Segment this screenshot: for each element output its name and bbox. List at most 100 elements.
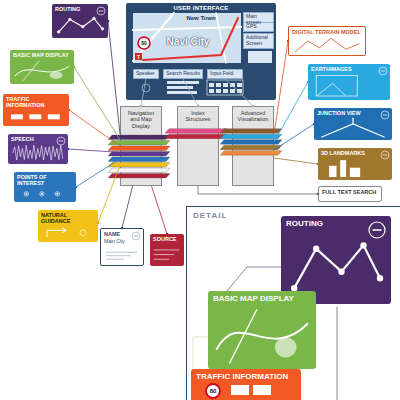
node-title: POINTS OF INTEREST (17, 174, 73, 187)
connector-dot (140, 105, 143, 108)
node-title: Speaker (136, 71, 155, 77)
route-line (143, 18, 238, 60)
keyboard-key (230, 89, 235, 93)
map-road (230, 310, 257, 363)
node-title: GPS (246, 24, 257, 30)
connector-group (73, 66, 120, 140)
module-icon (381, 151, 389, 159)
node-title: TRAFFIC INFORMATION (196, 372, 288, 381)
connector (225, 79, 253, 106)
route-node (339, 269, 344, 274)
node-title: Advanced Visualization (235, 110, 271, 123)
speed-sign (138, 37, 150, 49)
connector (274, 41, 288, 134)
ui-element-box: Input Field (207, 69, 243, 79)
map-marker (135, 53, 142, 60)
node-title: Input Field (210, 71, 233, 77)
building (350, 168, 360, 177)
module-icon (379, 67, 387, 75)
text-line (106, 259, 124, 260)
keyboard-key (223, 89, 228, 93)
detail-card: BASIC MAP DISPLAY (208, 291, 316, 369)
node-title: BASIC MAP DISPLAY (13, 52, 69, 58)
module-icon (57, 137, 65, 145)
connector-group (97, 165, 120, 224)
module-card: ROUTING (52, 4, 108, 38)
module-card: SOURCE (150, 234, 184, 266)
connector-group (152, 186, 169, 235)
user-interface-panel: USER INTERFACEMain screenGPSAdditional S… (126, 3, 276, 100)
route-node (93, 17, 96, 20)
map-road (23, 61, 39, 81)
traffic-symbol (231, 385, 249, 395)
module-icon (381, 71, 385, 72)
layer-column: Index Structures (177, 106, 219, 186)
keyboard-key (209, 83, 214, 87)
keyboard-key (237, 83, 242, 87)
map-road (217, 324, 308, 349)
node-title: FULL TEXT SEARCH (322, 189, 376, 195)
connector (122, 186, 133, 228)
route-node (361, 243, 366, 248)
poi-marker (24, 192, 28, 196)
connector-dot (317, 193, 320, 196)
connector-dot (166, 233, 169, 236)
poi-marker (40, 192, 44, 196)
data-layer (165, 129, 227, 134)
node-title: USER INTERFACE (173, 5, 228, 12)
node-title: SPEECH (11, 136, 34, 142)
node-title: EARTHIMAGES (311, 66, 352, 72)
data-layer (220, 145, 282, 150)
speaker-icon (142, 84, 150, 92)
connector (274, 158, 318, 164)
connector-dot (97, 222, 100, 225)
connector (76, 159, 120, 187)
poi-marker (55, 192, 59, 196)
data-layer (165, 134, 227, 139)
node-title: 3D LANDMARKS (321, 150, 365, 156)
traffic-symbol (48, 114, 60, 119)
speed-sign-number: 80 (138, 40, 150, 46)
connector (141, 79, 146, 106)
map-road (133, 27, 241, 30)
map-road (216, 13, 226, 63)
data-layer (108, 140, 170, 145)
connector-dot (73, 66, 76, 69)
data-layer (108, 146, 170, 151)
route-node (377, 276, 382, 281)
module-card: 3D LANDMARKS (318, 148, 392, 180)
connector-group (140, 79, 146, 108)
node-title: DIGITAL TERRAIN MODEL (292, 29, 361, 35)
poi-marker (26, 193, 28, 195)
leader-line (337, 307, 338, 400)
module-card: EARTHIMAGES (308, 64, 390, 100)
module-icon (373, 229, 381, 230)
node-title: TRAFFIC INFORMATION (6, 96, 66, 109)
data-layer (108, 173, 170, 178)
map-lake (275, 337, 297, 357)
node-title: NATURAL GUIDANCE (41, 212, 95, 225)
text-line (154, 259, 169, 260)
module-icon (132, 232, 140, 240)
connector-group (67, 148, 120, 153)
traffic-symbol (11, 114, 23, 119)
connector-dot (75, 186, 78, 189)
guidance-arrow (47, 230, 65, 236)
connector-group (198, 186, 319, 195)
text-line (106, 252, 137, 253)
data-layer (220, 134, 282, 139)
module-icon (99, 11, 103, 12)
result-line (167, 86, 193, 89)
node-title: Index Structures (180, 110, 216, 123)
connector (108, 21, 120, 134)
module-icon (383, 115, 387, 116)
poi-marker (41, 193, 43, 195)
landmark-symbol (80, 230, 86, 236)
connector (74, 67, 120, 140)
city-name: Navi City (160, 36, 216, 48)
connector-group (274, 81, 309, 142)
connector-dot (287, 40, 290, 43)
connector-dot (107, 20, 110, 23)
